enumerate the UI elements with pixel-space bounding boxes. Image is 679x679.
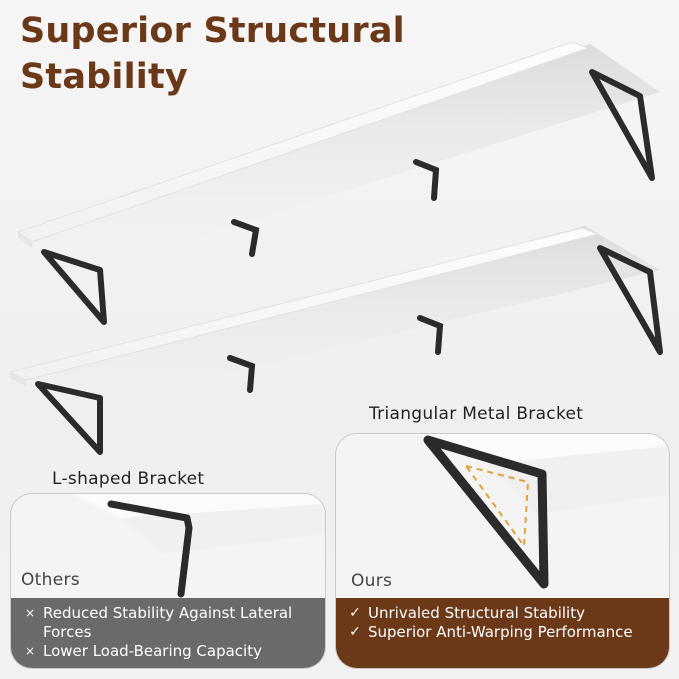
lower-left-bracket xyxy=(35,381,103,455)
triangle-bracket-closeup xyxy=(416,434,669,589)
upper-shelf-shadow xyxy=(20,44,660,268)
ours-feature-text: Superior Anti-Warping Performance xyxy=(368,623,633,641)
upper-left-bracket xyxy=(41,249,107,325)
ours-feature-item: ✓ Superior Anti-Warping Performance xyxy=(348,623,661,642)
lower-shelf-edge xyxy=(10,372,26,386)
title-line-1: Superior Structural xyxy=(20,11,405,51)
closeup-shelf xyxy=(71,494,325,518)
lower-right-bracket xyxy=(597,245,663,355)
others-feature-item: × Reduced Stability Against Lateral Forc… xyxy=(23,604,317,642)
page-title: Superior Structural Stability xyxy=(20,8,405,100)
l-bracket-closeup xyxy=(71,494,325,598)
lower-mid-bracket-1 xyxy=(227,355,256,393)
ours-comparison-panel: Ours ✓ Unrivaled Structural Stability ✓ … xyxy=(335,433,670,669)
cross-icon: × xyxy=(24,644,36,658)
upper-right-bracket xyxy=(589,69,655,181)
ours-tag: Ours xyxy=(351,571,393,591)
triangular-bracket-label: Triangular Metal Bracket xyxy=(369,404,584,424)
ours-feature-list: ✓ Unrivaled Structural Stability ✓ Super… xyxy=(336,598,669,668)
others-feature-list: × Reduced Stability Against Lateral Forc… xyxy=(11,598,325,668)
others-feature-text: Lower Load-Bearing Capacity xyxy=(43,642,262,660)
l-bracket-icon xyxy=(107,500,193,598)
upper-shelf-edge xyxy=(18,232,32,248)
upper-mid-bracket-1 xyxy=(231,219,260,257)
check-icon: ✓ xyxy=(349,624,361,640)
others-feature-item: × Lower Load-Bearing Capacity xyxy=(23,642,317,661)
title-line-2: Stability xyxy=(20,57,188,97)
check-icon: ✓ xyxy=(349,605,361,621)
ours-feature-item: ✓ Unrivaled Structural Stability xyxy=(348,604,661,623)
others-feature-text: Reduced Stability Against Lateral Forces xyxy=(43,604,293,641)
closeup-shadow xyxy=(486,446,669,514)
l-shaped-bracket-label: L-shaped Bracket xyxy=(52,469,205,489)
triangle-bracket-icon xyxy=(423,435,549,589)
upper-mid-bracket-2 xyxy=(413,159,440,201)
triangle-highlight-outline xyxy=(463,464,530,549)
lower-mid-bracket-2 xyxy=(417,315,444,355)
cross-icon: × xyxy=(24,606,36,620)
lower-shelf xyxy=(8,226,663,455)
ours-feature-text: Unrivaled Structural Stability xyxy=(368,604,585,622)
lower-shelf-shadow xyxy=(14,226,660,404)
upper-shelf xyxy=(16,41,660,325)
others-comparison-panel: Others × Reduced Stability Against Later… xyxy=(10,493,326,669)
others-tag: Others xyxy=(21,570,80,590)
